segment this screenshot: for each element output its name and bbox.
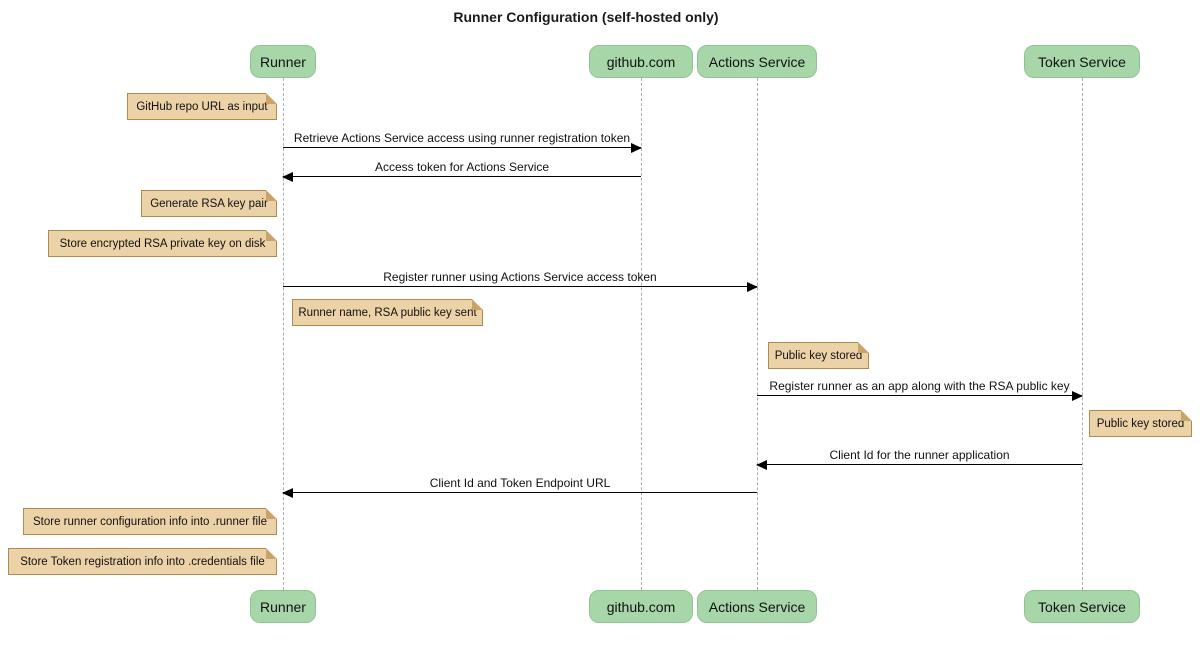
message-line — [283, 286, 757, 287]
message-line — [283, 492, 757, 493]
note-generate-rsa-key-pair: Generate RSA key pair — [141, 190, 277, 217]
message-access-token-for-actions-service: Access token for Actions Service — [282, 158, 641, 182]
note-store-encrypted-rsa-private-key: Store encrypted RSA private key on disk — [48, 230, 277, 257]
diagram-title: Runner Configuration (self-hosted only) — [453, 9, 719, 25]
message-label: Retrieve Actions Service access using ru… — [293, 131, 631, 145]
participant-github-bottom: github.com — [589, 590, 693, 623]
participant-actions-service-top: Actions Service — [697, 45, 817, 78]
message-client-id-for-runner-application: Client Id for the runner application — [756, 446, 1082, 470]
message-line — [757, 464, 1082, 465]
note-public-key-stored-actions-service: Public key stored — [768, 342, 869, 369]
message-line — [283, 147, 641, 148]
message-line — [283, 176, 641, 177]
participant-token-service-bottom: Token Service — [1024, 590, 1140, 623]
arrowhead-left-icon — [282, 488, 293, 498]
message-register-runner-as-app: Register runner as an app along with the… — [757, 377, 1083, 401]
arrowhead-right-icon — [1072, 391, 1083, 401]
note-github-repo-url-input: GitHub repo URL as input — [127, 93, 277, 120]
message-label: Access token for Actions Service — [374, 160, 550, 174]
note-public-key-stored-token-service: Public key stored — [1089, 410, 1192, 437]
note-store-runner-configuration: Store runner configuration info into .ru… — [23, 508, 277, 535]
participant-runner-top: Runner — [250, 45, 316, 78]
lifeline-runner — [283, 78, 284, 590]
arrowhead-right-icon — [631, 143, 642, 153]
participant-token-service-top: Token Service — [1024, 45, 1140, 78]
message-label: Client Id for the runner application — [829, 448, 1010, 462]
message-line — [757, 395, 1082, 396]
message-retrieve-actions-service-access: Retrieve Actions Service access using ru… — [283, 129, 642, 153]
participant-runner-bottom: Runner — [250, 590, 316, 623]
lifeline-actions-service — [757, 78, 758, 590]
note-store-token-registration: Store Token registration info into .cred… — [8, 548, 277, 575]
arrowhead-left-icon — [282, 172, 293, 182]
participant-actions-service-bottom: Actions Service — [697, 590, 817, 623]
note-runner-name-rsa-public-key-sent: Runner name, RSA public key sent — [292, 299, 483, 326]
lifeline-github — [641, 78, 642, 590]
arrowhead-left-icon — [756, 460, 767, 470]
message-register-runner: Register runner using Actions Service ac… — [283, 268, 758, 292]
participant-github-top: github.com — [589, 45, 693, 78]
arrowhead-right-icon — [747, 282, 758, 292]
lifeline-token-service — [1082, 78, 1083, 590]
message-label: Register runner as an app along with the… — [769, 379, 1070, 393]
message-client-id-and-token-endpoint-url: Client Id and Token Endpoint URL — [282, 474, 757, 498]
message-label: Register runner using Actions Service ac… — [383, 270, 657, 284]
message-label: Client Id and Token Endpoint URL — [429, 476, 611, 490]
